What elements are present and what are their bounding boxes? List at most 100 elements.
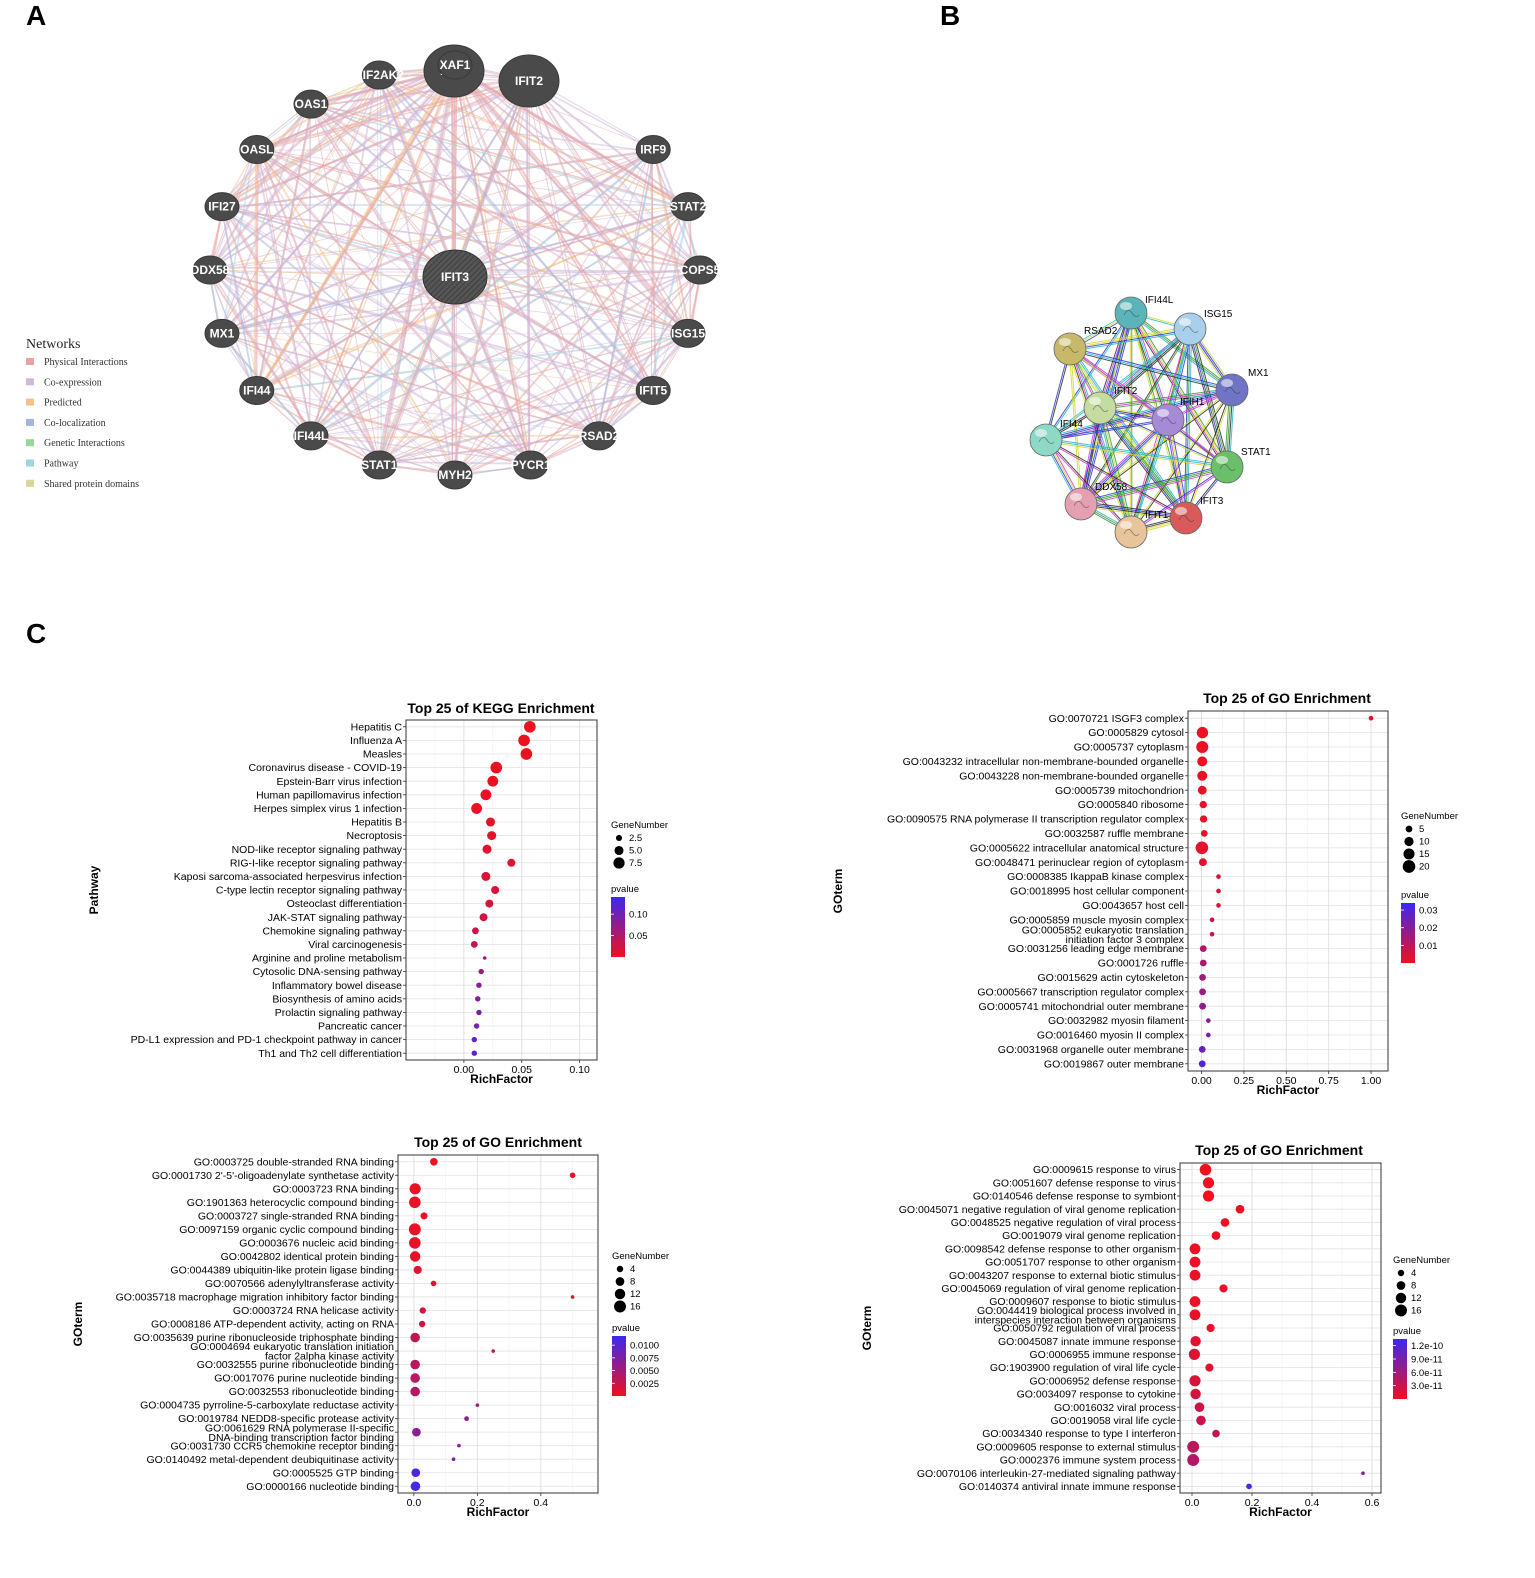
y-tick-label: Osteoclast differentiation [287, 898, 403, 910]
network-edge [307, 64, 457, 439]
network-edge [451, 61, 692, 334]
data-point [1197, 770, 1208, 781]
network-edge [254, 392, 599, 434]
network-node-shape [192, 255, 228, 285]
network-edge [208, 267, 533, 466]
network-node-oas1: OAS1 [293, 89, 329, 119]
network-node-shape [682, 255, 718, 285]
data-point [473, 1023, 480, 1029]
data-point [481, 871, 491, 881]
data-point [1187, 1454, 1200, 1466]
y-tick-label: GO:0005829 cytosol [1088, 727, 1184, 739]
size-legend-dot [1396, 1281, 1406, 1290]
size-legend-label: 5 [1419, 824, 1424, 835]
string-edge [1045, 440, 1186, 520]
size-legend-dot [613, 857, 625, 869]
y-tick-label: GO:0016460 myosin II complex [1037, 1030, 1185, 1042]
network-edge [209, 269, 453, 278]
x-tick-label: 0.10 [569, 1064, 590, 1076]
y-tick-label: GO:0140492 metal-dependent deubiquitinas… [147, 1454, 395, 1466]
data-point [1189, 1296, 1201, 1308]
data-point [520, 748, 533, 760]
size-legend-dot [1402, 860, 1416, 873]
y-axis-title: GOterm [71, 1302, 85, 1347]
network-node-shape [513, 450, 549, 480]
y-tick-label: GO:0002376 immune system process [1000, 1455, 1176, 1467]
y-tick-label: GO:0003676 nucleic acid binding [239, 1237, 394, 1249]
network-edge [451, 67, 700, 272]
network-edge [258, 63, 454, 152]
network-node-eif2ak2: EIF2AK2 [355, 60, 404, 90]
color-legend-label: 0.05 [629, 931, 648, 942]
network-edge [220, 63, 458, 337]
y-tick-label: Hepatitis B [351, 817, 402, 829]
network-node-label: IRF9 [640, 143, 666, 157]
data-point [1199, 815, 1208, 823]
string-edge [1046, 439, 1132, 532]
string-node-ball [1210, 450, 1244, 484]
data-point [409, 1183, 421, 1195]
network-edge [456, 63, 704, 270]
size-legend-dot [1395, 1304, 1407, 1317]
network-node-oasl: OASL [239, 135, 275, 165]
string-node-ifi44l: IFI44L [1114, 295, 1174, 330]
string-node-highlight [1175, 507, 1187, 515]
string-edge [1069, 348, 1233, 391]
network-edge [455, 62, 658, 392]
network-edge [308, 433, 531, 464]
y-tick-label: GO:0097159 organic cyclic compound bindi… [179, 1224, 394, 1236]
string-edge [1099, 387, 1232, 407]
x-axis-title: RichFactor [1249, 1505, 1312, 1519]
network-legend-title: Networks [26, 337, 80, 352]
y-tick-label: Prolactin signaling pathway [275, 1007, 403, 1019]
data-points [1195, 715, 1374, 1068]
data-point [409, 1237, 421, 1249]
y-tick-label: GO:0043207 response to external biotic s… [949, 1270, 1176, 1282]
size-legend-label: 10 [1419, 837, 1430, 848]
network-edge [210, 75, 383, 269]
data-point [475, 996, 481, 1002]
data-point [418, 1320, 426, 1328]
network-edge [380, 76, 382, 463]
data-point [1196, 1415, 1206, 1426]
network-edge [220, 206, 256, 392]
chart-title: Top 25 of KEGG Enrichment [407, 700, 595, 716]
string-edge [1067, 349, 1130, 533]
network-edge [381, 71, 652, 392]
string-edge [1168, 419, 1188, 518]
network-edge [595, 151, 656, 439]
string-node-ball [1151, 403, 1185, 437]
network-edge [454, 65, 458, 280]
network-edge [257, 67, 457, 392]
y-tick-label: Epstein-Barr virus infection [277, 776, 403, 788]
network-edge [223, 205, 455, 277]
string-edge [1129, 313, 1232, 392]
data-point [524, 720, 536, 733]
string-edge [1080, 464, 1227, 503]
x-tick-label: 0.05 [512, 1064, 533, 1076]
data-point [487, 775, 499, 787]
y-tick-label: RIG-I-like receptor signaling pathway [230, 857, 403, 869]
network-edge [220, 207, 535, 463]
string-node-highlight [1070, 493, 1082, 501]
network-node-ifi44l: IFI44L [293, 421, 329, 451]
network-edge [454, 207, 686, 280]
network-edge [219, 330, 654, 392]
data-point [1219, 1284, 1228, 1293]
data-point [1199, 973, 1206, 981]
network-node-stat1: STAT1 [361, 450, 398, 480]
data-point [1198, 1060, 1206, 1068]
string-edge [1068, 349, 1131, 533]
string-node-ball [1064, 487, 1098, 521]
network-legend-swatch [26, 459, 34, 467]
network-edge [224, 274, 455, 334]
string-node-ball [1215, 373, 1249, 407]
color-legend-label: 0.0050 [630, 1366, 659, 1377]
string-edge [1069, 326, 1190, 348]
